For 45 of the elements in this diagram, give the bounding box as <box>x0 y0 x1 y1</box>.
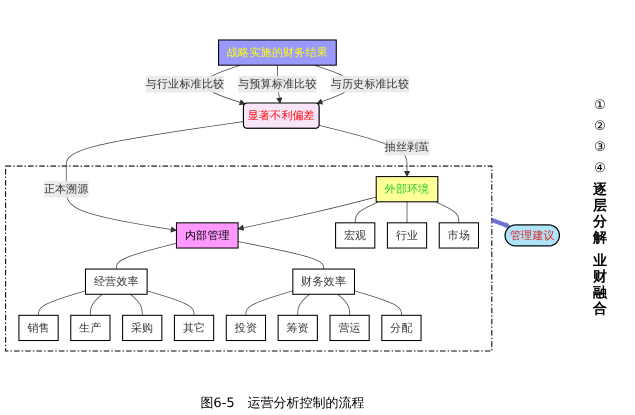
node-box: 宏观 <box>335 222 376 249</box>
step-number: ④ <box>594 161 606 176</box>
node-box: 采购 <box>122 314 162 342</box>
connector <box>406 201 408 224</box>
node-box: 战略实施的财务结果 <box>218 39 337 66</box>
node-box: 行业 <box>386 222 428 249</box>
edge-label: 与历史标准比较 <box>330 77 410 90</box>
node-box: 筹资 <box>278 314 318 342</box>
cluster <box>5 166 492 352</box>
connector <box>297 294 310 316</box>
edge-label: 与行业标准比较 <box>146 77 224 90</box>
connector <box>434 201 460 224</box>
node-box: 内部管理 <box>176 222 239 249</box>
connector <box>354 290 402 316</box>
node-box: 市场 <box>438 222 480 249</box>
node-box: 其它 <box>174 314 214 342</box>
node-box: 销售 <box>18 314 59 342</box>
connector <box>38 290 86 316</box>
connector <box>90 294 102 316</box>
arrow <box>66 121 244 233</box>
arrow <box>238 196 377 231</box>
connector <box>130 294 143 316</box>
node-box: 营运 <box>329 314 370 342</box>
step-number: ② <box>594 119 606 134</box>
connector <box>238 241 324 270</box>
side-label: 业财融合 <box>592 252 608 317</box>
connector <box>354 201 380 224</box>
step-number: ① <box>594 98 606 114</box>
side-label: 逐层分解 <box>592 182 608 246</box>
node-box: 经营效率 <box>84 268 148 295</box>
step-number: ③ <box>594 140 606 156</box>
node-box: 分配 <box>381 314 422 342</box>
connector <box>246 290 294 316</box>
edge-label: 与预算标准比较 <box>238 77 317 90</box>
node-box: 生产 <box>70 314 111 342</box>
connector <box>116 242 177 270</box>
figure-caption: 图6-5 运营分析控制的流程 <box>200 395 365 413</box>
node-box: 外部环境 <box>376 176 438 202</box>
connector <box>337 294 350 316</box>
edge-label: 抽丝剥茧 <box>384 140 430 154</box>
node-box: 投资 <box>226 314 266 342</box>
node-box: 财务效率 <box>292 268 356 295</box>
arrow <box>491 218 511 228</box>
edge-label: 正本溯源 <box>44 182 89 196</box>
connector <box>146 290 194 316</box>
